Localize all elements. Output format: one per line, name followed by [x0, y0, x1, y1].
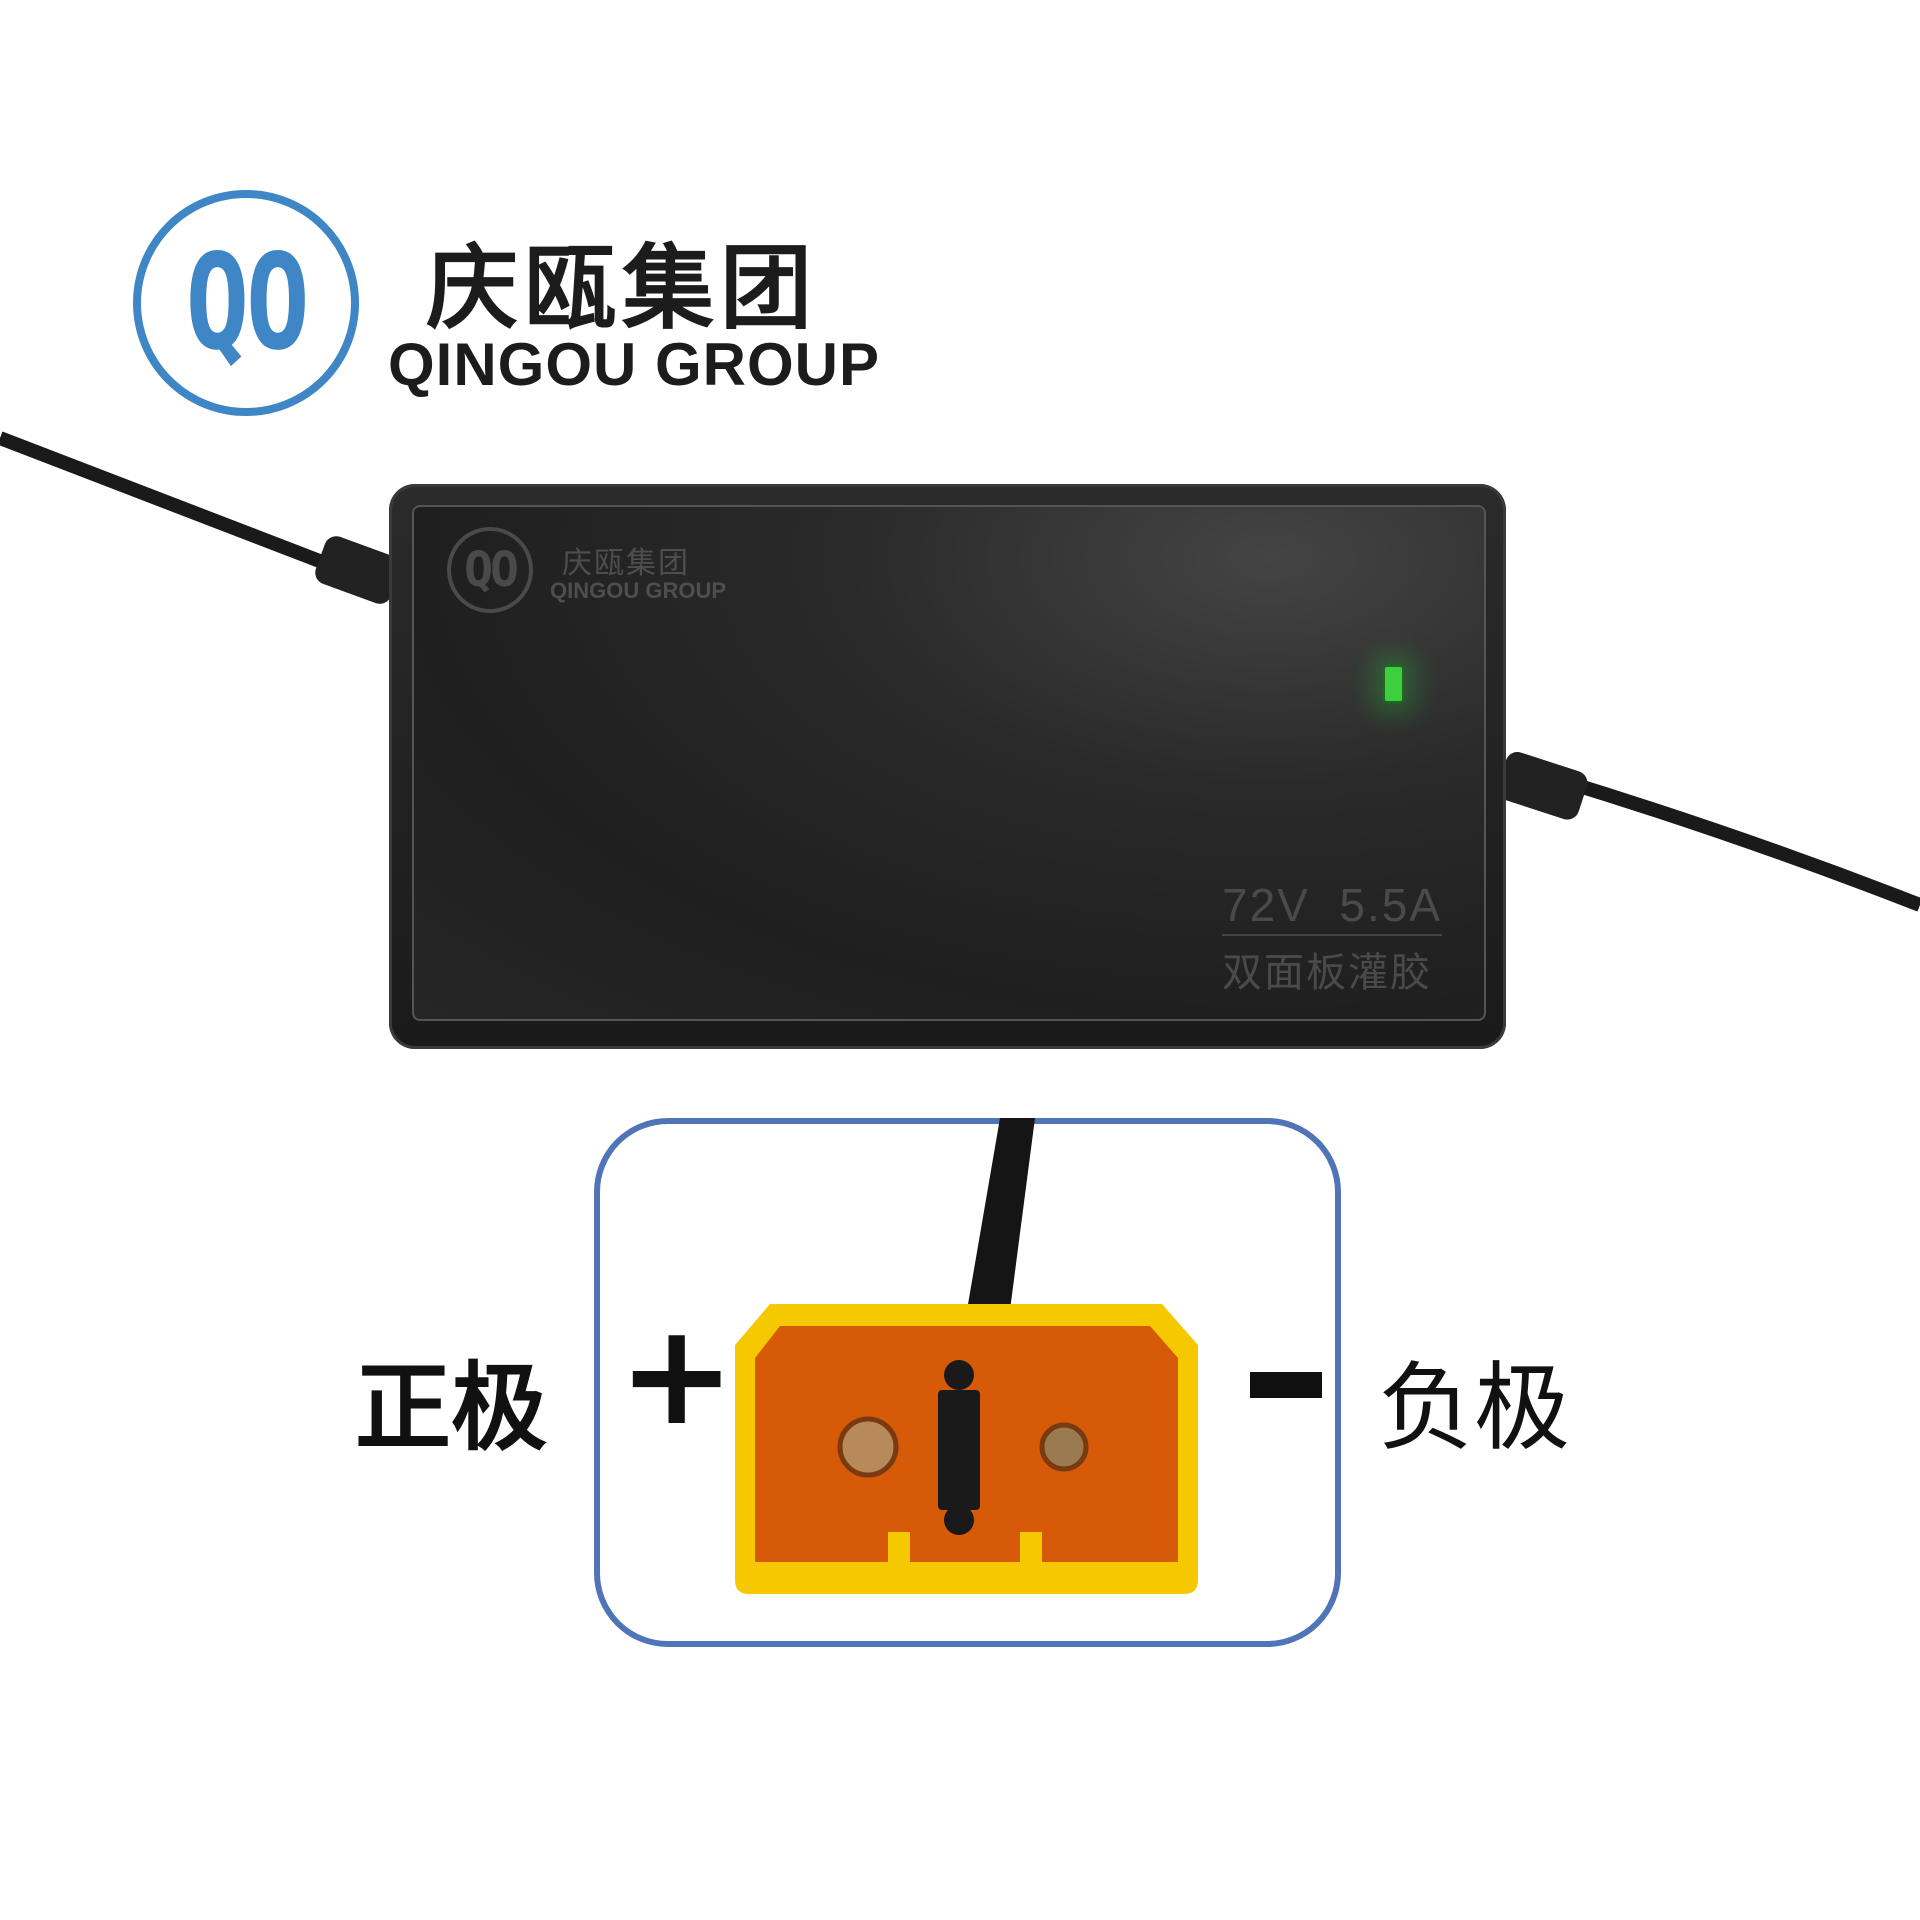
logo-ring	[133, 190, 359, 416]
connector-divider-top	[944, 1360, 974, 1390]
plus-icon: +	[618, 1294, 736, 1457]
connector-divider	[938, 1390, 980, 1510]
charger-rating: 72V 5.5A	[1222, 878, 1443, 936]
logo-mark: QO	[185, 226, 310, 380]
right-strain-relief	[1497, 751, 1588, 820]
positive-label: 正极	[355, 1352, 547, 1464]
connector-cable	[967, 1118, 1035, 1310]
brand-name-en: QINGOU GROUP	[388, 331, 881, 398]
right-cable	[1557, 773, 1920, 912]
connector-inset-frame	[594, 1118, 1341, 1647]
charger-brand-en: QINGOU GROUP	[550, 578, 727, 603]
connector-divider-bottom	[944, 1505, 974, 1535]
negative-label: 负极	[1378, 1352, 1570, 1464]
connector-key-left	[888, 1532, 910, 1574]
connector-key-right	[1020, 1532, 1042, 1574]
negative-pin	[1039, 1422, 1089, 1472]
left-cable	[0, 431, 333, 572]
minus-icon	[1250, 1372, 1322, 1398]
charger-process-text: 双面板灌胶	[1222, 950, 1432, 996]
charger-logo-mark: QO	[447, 527, 533, 613]
status-led	[1383, 665, 1404, 703]
left-strain-relief	[315, 536, 401, 604]
positive-pin	[837, 1416, 899, 1478]
brand-name-cn: 庆瓯集团	[426, 235, 819, 342]
charger-brand-cn: 庆瓯集团	[562, 546, 690, 581]
